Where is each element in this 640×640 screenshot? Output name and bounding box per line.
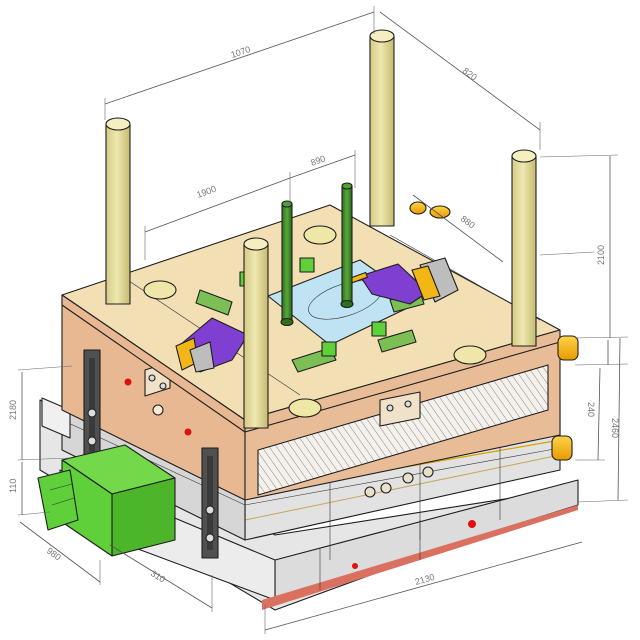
red-marker xyxy=(468,520,476,528)
sprue-pin-left xyxy=(280,200,294,327)
dim-980: 980 xyxy=(45,546,63,563)
clamp-tab xyxy=(379,391,421,427)
sprue-pin-right xyxy=(340,182,354,309)
water-fitting-upper xyxy=(557,335,579,361)
slider-right xyxy=(344,257,459,305)
slider-left xyxy=(175,307,268,373)
pillar-hole xyxy=(288,398,322,418)
water-fitting-lower xyxy=(551,435,573,461)
guide-pillar-front-right xyxy=(511,149,537,347)
pillar-hole xyxy=(453,345,487,365)
connector-box xyxy=(37,444,176,557)
dim-1900: 1900 xyxy=(195,184,217,200)
hatched-section xyxy=(257,364,549,496)
dim-2130: 2130 xyxy=(414,572,436,587)
dim-2100: 2100 xyxy=(596,245,606,265)
clamp-bar-left xyxy=(83,349,101,461)
dim-890: 890 xyxy=(309,153,327,168)
cavity-plate xyxy=(61,294,561,501)
dim-310: 310 xyxy=(149,568,167,584)
dim-110: 110 xyxy=(8,479,18,493)
dim-2460: 2460 xyxy=(610,418,620,438)
dim-2180: 2180 xyxy=(8,400,18,420)
red-marker xyxy=(124,378,132,386)
dim-240: 240 xyxy=(586,402,596,417)
red-marker xyxy=(184,428,192,436)
pillar-hole xyxy=(143,280,177,300)
red-marker xyxy=(352,563,358,569)
dim-880: 880 xyxy=(459,214,477,231)
dim-820: 820 xyxy=(461,66,479,83)
guide-pillar-back-left xyxy=(105,117,131,305)
guide-pillar-front-left xyxy=(243,237,269,429)
dimension-lines xyxy=(17,6,629,634)
guide-pillar-back-right xyxy=(369,29,395,227)
clamp-bar-front xyxy=(201,447,219,559)
pillar-hole xyxy=(303,225,337,245)
